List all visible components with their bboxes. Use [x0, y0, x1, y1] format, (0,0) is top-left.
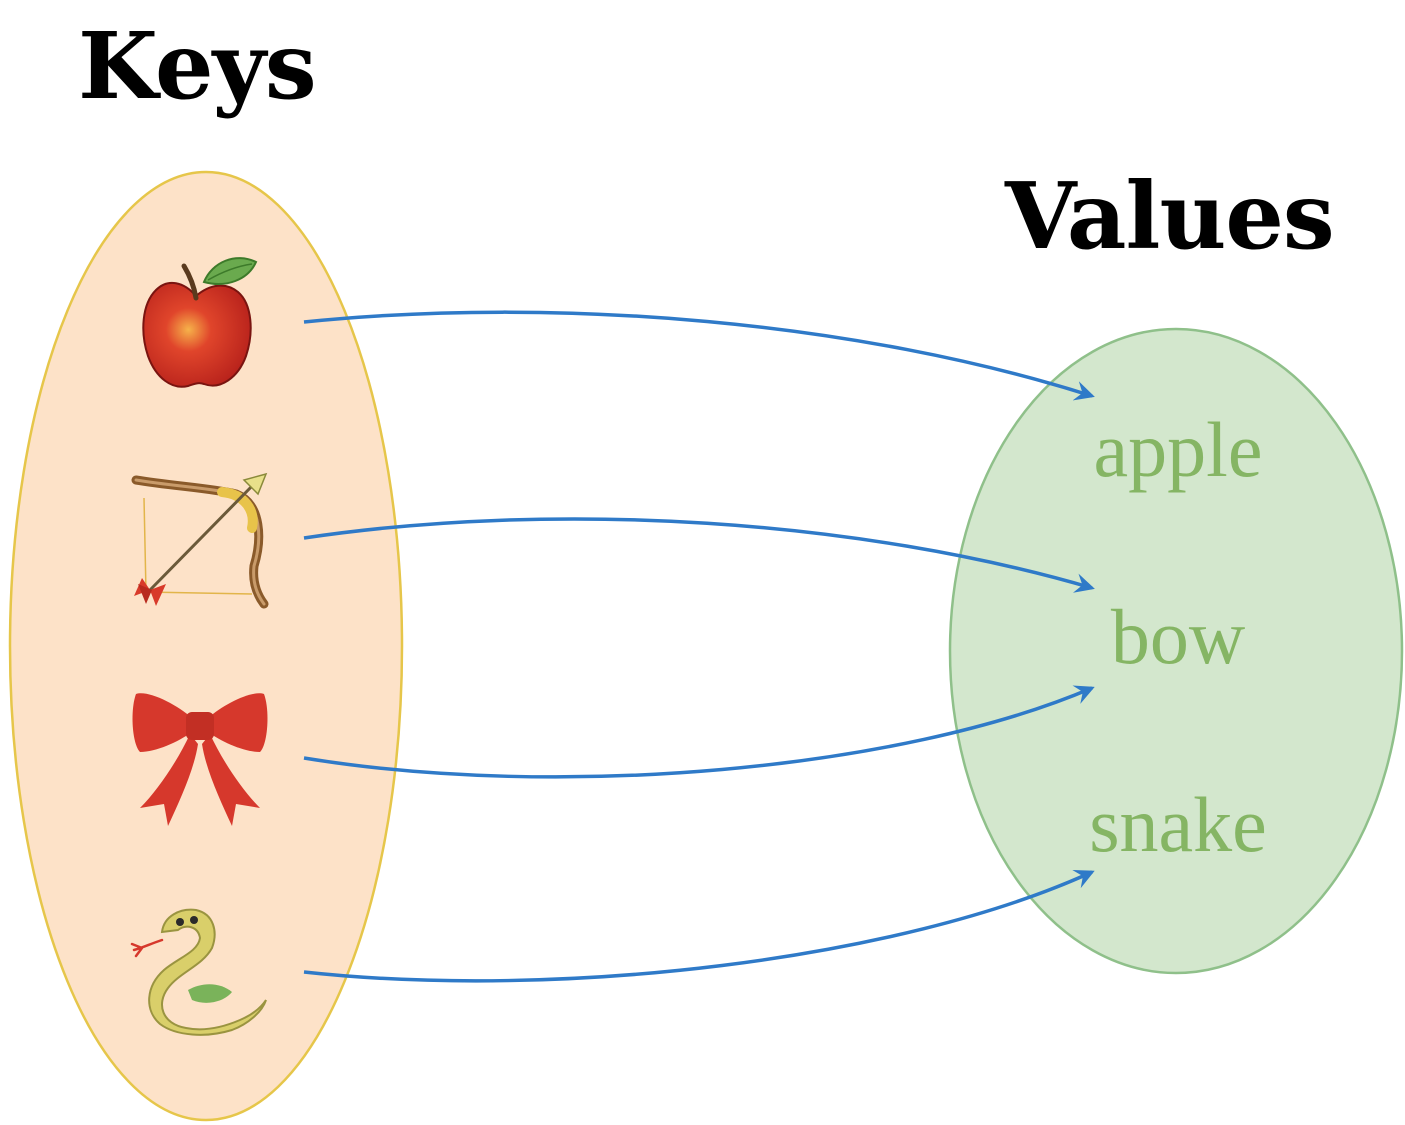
keys-set-ellipse [8, 170, 404, 1122]
value-label-apple: apple [1093, 406, 1263, 493]
values-title: Values [1005, 162, 1335, 270]
arrow-snake-to-snake [303, 869, 1095, 983]
arrow-bow-and-arrow-to-bow [303, 517, 1095, 593]
values-set-ellipse [948, 327, 1404, 975]
value-label-snake: snake [1089, 781, 1267, 868]
apple-icon [142, 257, 258, 388]
snake-icon [130, 908, 267, 1036]
bow-and-arrow-icon [131, 472, 269, 609]
value-label-bow: bow [1110, 593, 1246, 680]
arrow-ribbon-bow-to-bow [303, 685, 1095, 779]
arrow-apple-to-apple [303, 310, 1095, 401]
ribbon-bow-icon [132, 693, 268, 826]
keys-title: Keys [78, 12, 317, 120]
mapping-arrows [303, 310, 1095, 983]
